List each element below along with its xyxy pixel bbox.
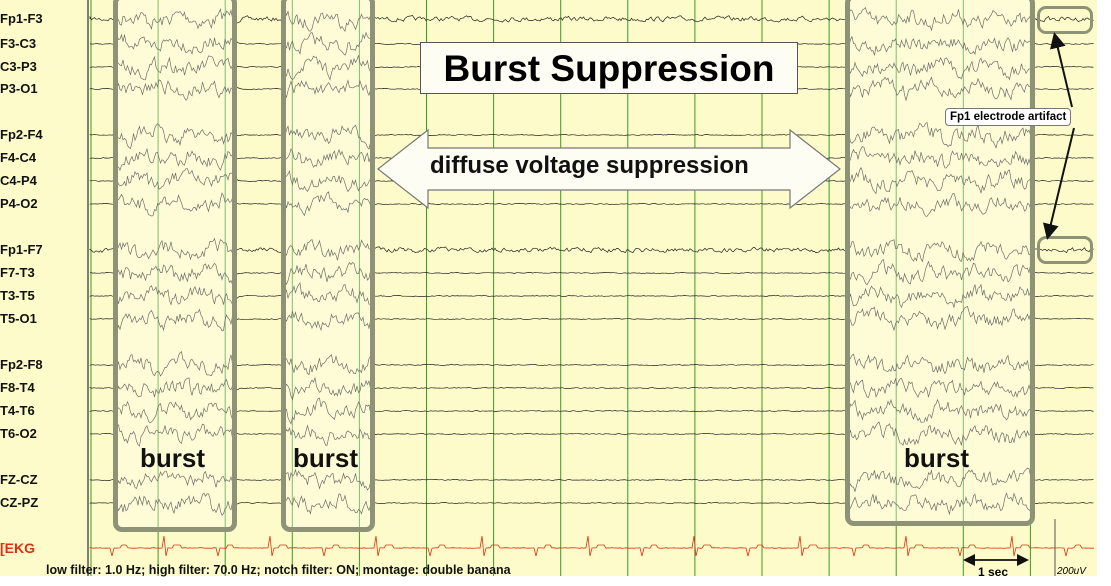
burst-box-2 (281, 0, 375, 532)
eeg-trace (89, 191, 1094, 217)
channel-label: P4-O2 (0, 196, 38, 211)
ekg-trace (89, 535, 1094, 557)
channel-label: T6-O2 (0, 426, 37, 441)
channel-label: Fp2-F8 (0, 357, 43, 372)
channel-label: C3-P3 (0, 59, 37, 74)
filter-settings: low filter: 1.0 Hz; high filter: 70.0 Hz… (46, 563, 511, 577)
eeg-trace (89, 237, 1094, 263)
channel-label: T5-O1 (0, 311, 37, 326)
eeg-trace (89, 350, 1094, 377)
channel-label: F4-C4 (0, 150, 37, 165)
artifact-label: Fp1 electrode artifact (945, 108, 1072, 126)
channel-label: T3-T5 (0, 288, 35, 303)
channel-label: FZ-CZ (0, 472, 38, 487)
burst-box-1 (113, 0, 237, 532)
suppression-label: diffuse voltage suppression (430, 152, 749, 179)
figure-title: Burst Suppression (420, 42, 798, 94)
eeg-trace (89, 492, 1094, 516)
ekg-label: [EKG (0, 540, 35, 556)
eeg-trace (89, 397, 1094, 425)
channel-label: Fp1-F7 (0, 242, 43, 257)
channel-label: F7-T3 (0, 265, 35, 280)
channel-label: T4-T6 (0, 403, 35, 418)
channel-label: F8-T4 (0, 380, 35, 395)
eeg-trace (89, 122, 1094, 150)
channel-label: Fp1-F3 (0, 11, 43, 26)
burst-label-2: burst (293, 443, 358, 473)
channel-label: P3-O1 (0, 81, 38, 96)
eeg-trace (89, 306, 1094, 333)
eeg-trace (89, 467, 1094, 493)
time-scale-label: 1 sec (978, 565, 1009, 579)
double-arrow-icon (377, 128, 841, 210)
eeg-trace (89, 282, 1094, 309)
amplitude-scale-label: 200uV (1057, 566, 1086, 577)
eeg-trace (89, 376, 1094, 401)
burst-label-1: burst (140, 443, 205, 473)
channel-label: C4-P4 (0, 173, 37, 188)
burst-label-3: burst (904, 443, 969, 473)
channel-label: Fp2-F4 (0, 127, 43, 142)
eeg-trace (89, 259, 1094, 286)
artifact-circle-2 (1037, 236, 1093, 264)
eeg-trace (89, 6, 1094, 32)
burst-box-3 (845, 0, 1035, 526)
channel-label: F3-C3 (0, 36, 37, 51)
eeg-trace (89, 421, 1094, 447)
channel-label: CZ-PZ (0, 495, 39, 510)
